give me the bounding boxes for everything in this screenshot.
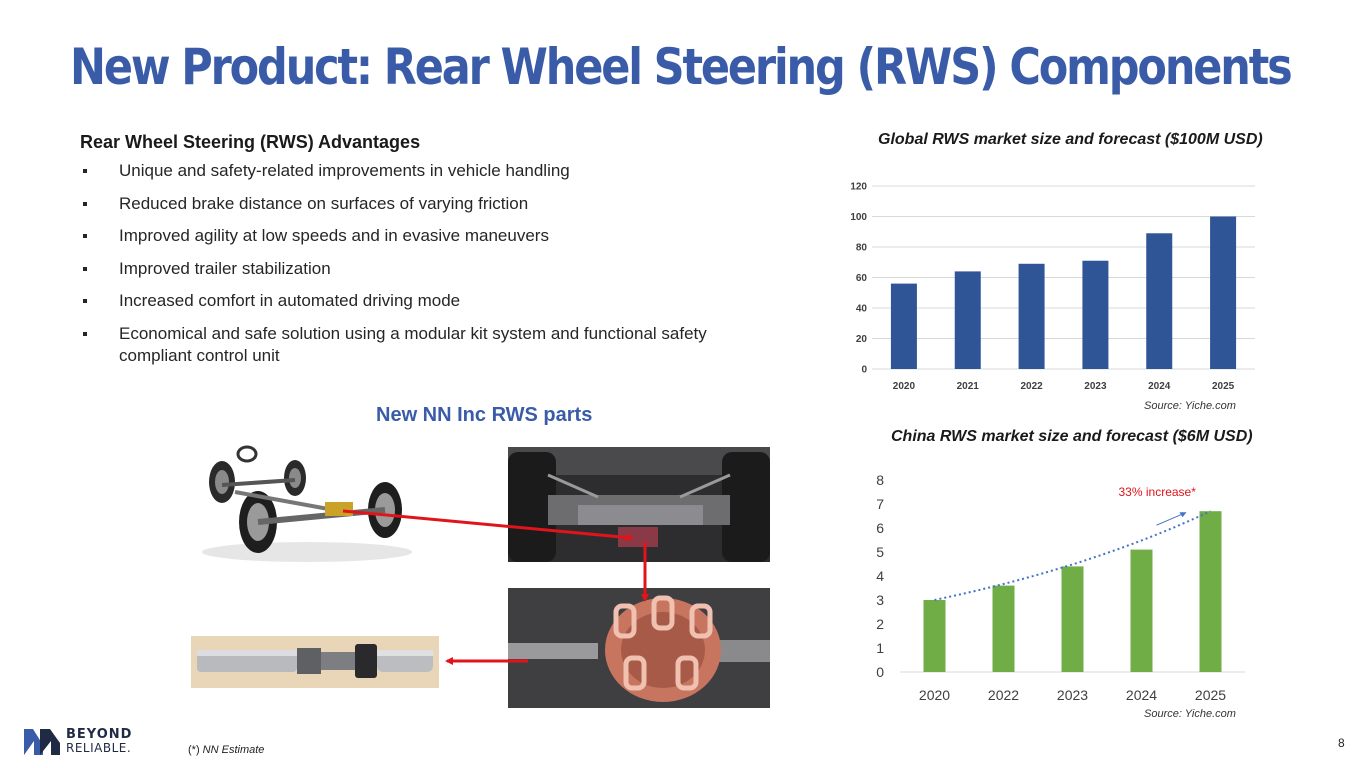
y-tick-label: 80 bbox=[856, 243, 868, 254]
advantage-item: Increased comfort in automated driving m… bbox=[80, 290, 780, 312]
x-tick-label: 2024 bbox=[1148, 381, 1171, 392]
x-tick-label: 2020 bbox=[893, 381, 916, 392]
trendline bbox=[934, 510, 1211, 601]
global-rws-chart: 0 20 40 60 80 100 120 2020 2021 2022 2023 2024 2025 bbox=[850, 182, 1255, 392]
bar bbox=[1199, 511, 1222, 672]
parts-title: New NN Inc RWS parts bbox=[376, 404, 593, 426]
footnote-prefix: (*) bbox=[188, 744, 203, 756]
bullet-icon bbox=[83, 169, 87, 173]
y-tick-label: 20 bbox=[856, 334, 868, 345]
x-tick-label: 2023 bbox=[1057, 687, 1088, 703]
y-tick-label: 3 bbox=[876, 592, 884, 608]
china-rws-chart: 0 1 2 3 4 5 6 7 8 2020 2022 2023 2024 2025 33% increas… bbox=[876, 472, 1245, 703]
y-tick-label: 40 bbox=[856, 304, 868, 315]
x-tick-label: 2024 bbox=[1126, 687, 1157, 703]
bar bbox=[890, 283, 917, 369]
china-chart-source: Source: Yiche.com bbox=[1144, 708, 1236, 720]
advantage-item: Improved trailer stabilization bbox=[80, 258, 780, 280]
y-tick-label: 120 bbox=[850, 182, 867, 193]
annotation-arrowhead bbox=[1179, 512, 1187, 518]
chassis-image bbox=[195, 440, 420, 565]
nn-logo-icon bbox=[24, 729, 60, 755]
y-tick-label: 1 bbox=[876, 640, 884, 656]
footnote: (*) NN Estimate bbox=[188, 744, 264, 756]
y-tick-label: 0 bbox=[861, 365, 867, 376]
advantage-item: Reduced brake distance on surfaces of va… bbox=[80, 193, 780, 215]
bullet-icon bbox=[83, 299, 87, 303]
x-tick-label: 2025 bbox=[1195, 687, 1226, 703]
ball-screw-shaft-image bbox=[191, 636, 439, 688]
advantage-item: Economical and safe solution using a mod… bbox=[80, 323, 780, 367]
x-tick-label: 2022 bbox=[1020, 381, 1043, 392]
advantage-text: Improved trailer stabilization bbox=[119, 258, 331, 278]
advantage-text: Economical and safe solution using a mod… bbox=[119, 323, 707, 365]
arrow-chassis-to-axle bbox=[342, 509, 634, 542]
bar bbox=[923, 600, 946, 672]
annotation-arrow bbox=[1156, 512, 1185, 526]
global-chart-title: Global RWS market size and forecast ($10… bbox=[878, 131, 1263, 148]
advantage-text: Improved agility at low speeds and in ev… bbox=[119, 226, 549, 245]
bar bbox=[1061, 566, 1084, 672]
bullet-icon bbox=[83, 234, 87, 238]
x-tick-label: 2025 bbox=[1212, 381, 1235, 392]
bullet-icon bbox=[83, 201, 87, 206]
bar bbox=[954, 271, 981, 369]
bullet-icon bbox=[83, 331, 87, 336]
y-tick-label: 5 bbox=[876, 544, 884, 560]
footnote-text: NN Estimate bbox=[202, 744, 265, 756]
x-tick-label: 2023 bbox=[1084, 381, 1107, 392]
bar bbox=[1146, 233, 1173, 369]
advantages-heading: Rear Wheel Steering (RWS) Advantages bbox=[80, 132, 421, 152]
annotation-label: 33% increase* bbox=[1119, 485, 1197, 499]
motor-stator-image bbox=[508, 588, 770, 708]
company-logo: BEYOND RELIABLE. bbox=[24, 727, 169, 757]
page-number: 8 bbox=[1338, 736, 1345, 750]
logo-word-reliable: RELIABLE. bbox=[66, 741, 132, 755]
bar bbox=[1210, 216, 1237, 369]
x-tick-label: 2021 bbox=[957, 381, 980, 392]
x-tick-label: 2022 bbox=[988, 687, 1019, 703]
y-tick-label: 0 bbox=[876, 664, 884, 680]
bar bbox=[1018, 263, 1045, 369]
logo-word-beyond: BEYOND bbox=[66, 727, 133, 742]
rear-axle-image bbox=[508, 447, 770, 562]
china-chart-title: China RWS market size and forecast ($6M … bbox=[891, 428, 1253, 445]
bar bbox=[1130, 549, 1153, 672]
x-tick-label: 2020 bbox=[919, 687, 950, 703]
advantage-item: Improved agility at low speeds and in ev… bbox=[80, 225, 780, 247]
y-tick-label: 100 bbox=[850, 212, 867, 223]
y-tick-label: 4 bbox=[876, 568, 884, 584]
y-tick-label: 2 bbox=[876, 616, 884, 632]
y-tick-label: 7 bbox=[876, 496, 884, 512]
advantage-text: Unique and safety-related improvements i… bbox=[119, 161, 570, 180]
bar bbox=[1082, 260, 1109, 369]
y-tick-label: 8 bbox=[876, 472, 884, 488]
slide-title: New Product: Rear Wheel Steering (RWS) C… bbox=[70, 38, 1293, 96]
y-tick-label: 60 bbox=[856, 273, 868, 284]
y-tick-label: 6 bbox=[876, 520, 884, 536]
global-chart-source: Source: Yiche.com bbox=[1144, 400, 1236, 412]
bar bbox=[992, 585, 1015, 672]
advantages-list: Unique and safety-related improvements i… bbox=[80, 160, 780, 377]
advantage-text: Increased comfort in automated driving m… bbox=[119, 291, 461, 310]
bullet-icon bbox=[83, 266, 87, 271]
advantage-text: Reduced brake distance on surfaces of va… bbox=[119, 193, 529, 213]
advantage-item: Unique and safety-related improvements i… bbox=[80, 160, 780, 182]
